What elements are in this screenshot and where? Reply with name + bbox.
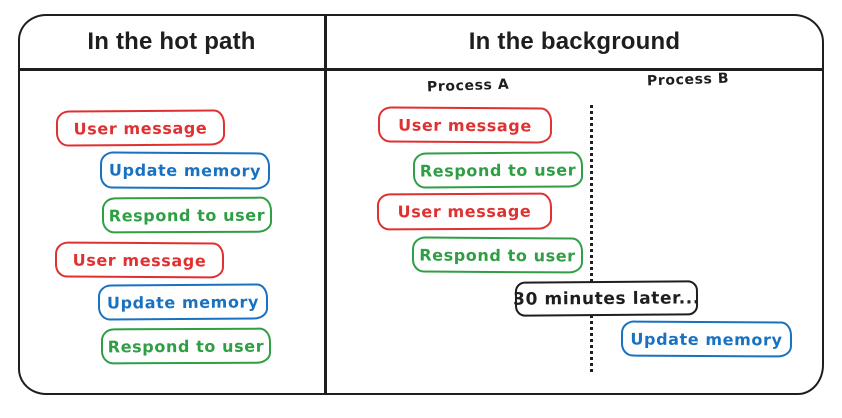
background-update-memory-1: Update memory <box>620 320 793 358</box>
hot-path-respond-to-user-2: Respond to user <box>100 327 272 365</box>
background-respond-to-user-1: Respond to user <box>412 151 584 189</box>
process-b-label: Process B <box>646 70 730 90</box>
hot-path-respond-to-user-1: Respond to user <box>101 196 273 234</box>
hot-path-update-memory-2: Update memory <box>97 283 269 321</box>
background-user-message-2: User message <box>376 192 553 231</box>
hot-path-update-memory-1: Update memory <box>99 151 271 190</box>
process-divider-dotted-line <box>590 105 593 372</box>
hot-path-user-message-1: User message <box>55 109 226 147</box>
hot-path-panel-title: In the hot path <box>87 27 256 55</box>
thirty-minutes-later-note: 30 minutes later... <box>513 280 700 317</box>
process-a-label: Process A <box>426 76 510 96</box>
header-horizontal-divider <box>19 68 823 71</box>
background-panel-title: In the background <box>468 27 681 55</box>
background-respond-to-user-2: Respond to user <box>411 236 584 274</box>
hot-path-user-message-2: User message <box>54 241 225 279</box>
panel-vertical-divider <box>324 15 327 394</box>
background-user-message-1: User message <box>377 106 553 144</box>
